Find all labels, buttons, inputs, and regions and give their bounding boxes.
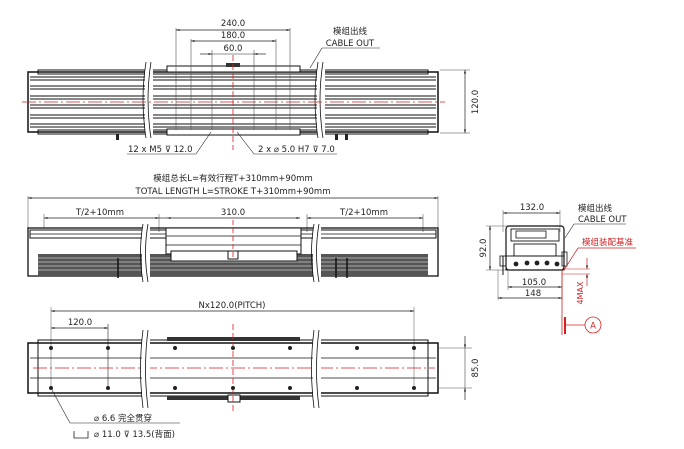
- dim-right-travel: T/2+10mm: [339, 208, 388, 218]
- side-view: 模组总长L=有效行程T+310mm+90mm TOTAL LENGTH L=ST…: [27, 173, 439, 283]
- dim-92: 92.0: [479, 239, 489, 258]
- dim-310: 310.0: [221, 208, 245, 218]
- dim-180: 180.0: [221, 31, 245, 41]
- end-cable-out-cn: 模组出线: [578, 203, 613, 214]
- callout-m5-holes: 12 x M5 ⊽ 12.0: [128, 145, 193, 155]
- callout-pin-holes: 2 x ⌀ 5.0 H7 ⊽ 7.0: [258, 145, 335, 155]
- dim-132: 132.0: [520, 203, 544, 213]
- end-view: 132.0 92.0 105.0 148 模组出线 CABLE OUT: [479, 203, 636, 335]
- dim-60: 60.0: [224, 44, 243, 54]
- dim-105: 105.0: [522, 278, 546, 288]
- dim-pitch: Nx120.0(PITCH): [198, 301, 265, 311]
- dim-240: 240.0: [221, 19, 245, 29]
- cable-out-en: CABLE OUT: [326, 39, 375, 49]
- hole-note-through: ⌀ 6.6 完全贯穿: [94, 413, 152, 424]
- datum-label-cn: 模组装配基准: [582, 237, 634, 248]
- dim-4max: 4MAX: [576, 281, 585, 304]
- cable-out-cn: 模组出线: [333, 26, 368, 37]
- top-view: 240.0 180.0 60.0 120.0 模组出线 CABLE OUT 12…: [22, 19, 481, 155]
- total-length-en: TOTAL LENGTH L=STROKE T+310mm+90mm: [135, 187, 331, 197]
- datum-a: A: [590, 322, 596, 332]
- dim-height-120: 120.0: [471, 90, 481, 114]
- dim-120-pitch: 120.0: [68, 318, 92, 328]
- dim-height-85: 85.0: [471, 359, 481, 378]
- total-length-cn: 模组总长L=有效行程T+310mm+90mm: [153, 173, 312, 184]
- end-cable-out-en: CABLE OUT: [578, 215, 627, 225]
- dim-148: 148: [525, 289, 541, 299]
- hole-note-counterbore: ⌀ 11.0 ⊽ 13.5(背面): [94, 429, 175, 440]
- bottom-view: Nx120.0(PITCH) 120.0 85.0: [27, 301, 481, 440]
- dim-left-travel: T/2+10mm: [75, 208, 124, 218]
